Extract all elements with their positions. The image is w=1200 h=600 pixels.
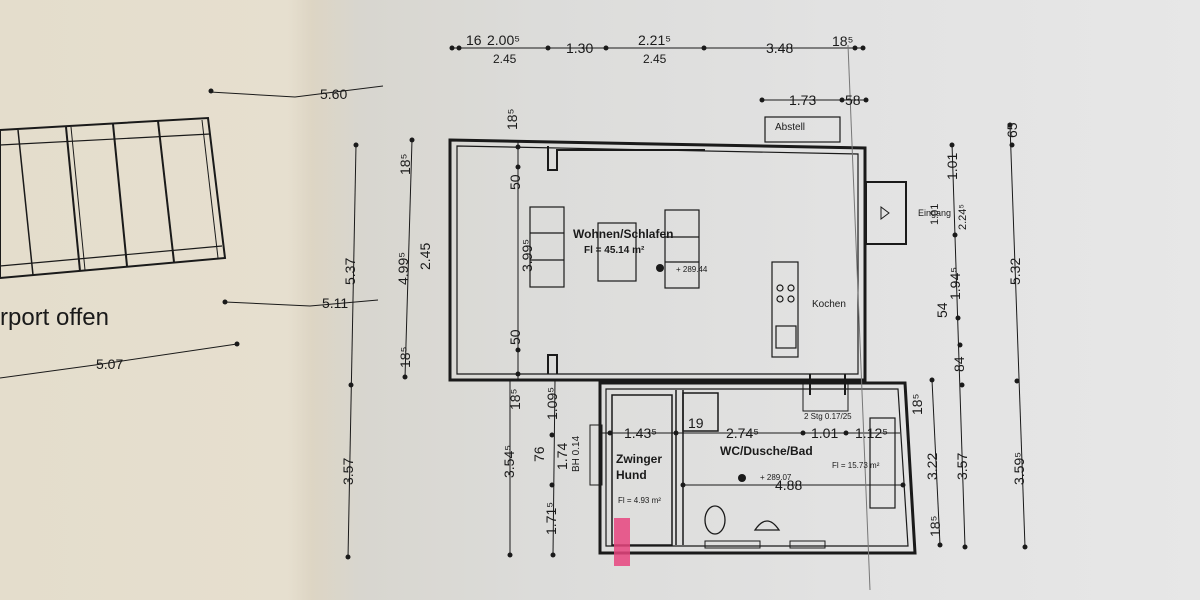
stairs-label: 2 Stg 0.17/25: [804, 412, 852, 421]
room-name-zwinger-2: Hund: [616, 468, 647, 482]
dim-bath-1: 2.74⁵: [726, 425, 760, 441]
dim-right2-5: 84: [951, 356, 967, 372]
dim-right1-1: 3.22: [924, 452, 940, 480]
dim-carport-1: 5.11: [322, 295, 349, 311]
shower-tray: [682, 392, 719, 432]
dim-right2-3: 1.94⁵: [947, 266, 963, 300]
dim-inner-1: 50: [507, 174, 523, 190]
bathtub: [869, 417, 896, 509]
dim-right2-6: 3.57: [954, 452, 970, 480]
dimension-ticks: [208, 45, 1028, 560]
dim-top-0: 16: [466, 32, 482, 48]
dim-top-2: 1.30: [566, 40, 594, 56]
room-area-bad: Fl = 15.73 m²: [832, 461, 880, 470]
dim-lower-4: 1.74: [554, 442, 570, 470]
room-name-bad: WC/Dusche/Bad: [720, 444, 813, 458]
dim-top-1: 2.00⁵: [487, 32, 521, 48]
dim-lower-3: 76: [531, 446, 547, 462]
dim-inner-2: 3.99⁵: [519, 238, 535, 272]
dim-lower-0: 18⁵: [507, 388, 523, 410]
dim-left2-1: 4.99⁵: [395, 251, 411, 285]
level-bad: + 289.07: [760, 473, 792, 482]
room-name-eingang: Eingang: [918, 208, 952, 218]
stairs: [802, 382, 849, 412]
level-wohnen: + 289.44: [676, 265, 708, 274]
dim-abstell-1: 58: [845, 92, 861, 108]
carport-roof: [0, 116, 227, 280]
dim-right1-2: 18⁵: [927, 515, 943, 537]
dim-bath-2: 1.01: [811, 425, 839, 441]
dim-right1-0: 18⁵: [909, 393, 925, 415]
dim-lower-2: 1.09⁵: [544, 386, 560, 420]
dim-left2-sub: 2.45: [417, 242, 433, 270]
dim-top-sub-1: 2.45: [643, 52, 667, 66]
dim-right3-1: 5.32: [1007, 257, 1023, 285]
dim-lower-1: 3.54⁵: [501, 444, 517, 478]
furniture: [529, 206, 799, 358]
dim-carport-0: 5.60: [320, 86, 348, 102]
dim-top-4: 3.48: [766, 40, 794, 56]
abstell-box: [764, 116, 841, 143]
room-area-zwinger: Fl = 4.93 m²: [618, 496, 661, 505]
dim-left1-0: 5.37: [342, 257, 358, 285]
room-name-wohnen: Wohnen/Schlafen: [573, 227, 674, 241]
dim-inner-3: 50: [507, 329, 523, 345]
dim-top-sub-0: 2.45: [493, 52, 517, 66]
room-name-abstell: Abstell: [775, 122, 806, 133]
dim-lower-5: 1.71⁵: [543, 501, 559, 535]
sink: [753, 520, 781, 531]
paper-fold-line: [847, 44, 871, 591]
house-walls: [448, 138, 867, 395]
toilet: [704, 505, 726, 535]
dim-carport-2: 5.07: [96, 356, 124, 372]
dim-top-3: 2.21⁵: [638, 32, 672, 48]
dim-inner-0: 18⁵: [504, 108, 520, 130]
dim-left2-2: 18⁵: [397, 346, 413, 368]
dim-right2-2: 1.01: [929, 203, 941, 225]
entrance-box: [865, 181, 907, 245]
bh-label: BH 0.14: [571, 435, 582, 472]
room-area-wohnen: Fl = 45.14 m²: [584, 245, 645, 256]
dim-right3-0: 65: [1004, 122, 1020, 138]
annex-walls: [589, 381, 917, 555]
dim-right2-0: 1.01: [944, 152, 960, 180]
dim-left1-1: 3.57: [340, 457, 356, 485]
dim-left2-0: 18⁵: [397, 153, 413, 175]
room-name-kochen: Kochen: [812, 299, 846, 310]
dim-top-5: 18⁵: [832, 33, 854, 49]
pink-marker: [614, 518, 630, 566]
dim-bath-3: 1.12⁵: [855, 425, 889, 441]
dim-right3-2: 3.59⁵: [1011, 451, 1027, 485]
dim-bath-0: 1.43⁵: [624, 425, 658, 441]
dim-right2-4: 54: [934, 302, 950, 318]
carport-label: rport offen: [0, 304, 109, 331]
room-name-zwinger: Zwinger: [616, 452, 663, 466]
dim-abstell-0: 1.73: [789, 92, 817, 108]
sink-number: 19: [688, 415, 704, 431]
dim-bath-4: 4.88: [775, 477, 803, 493]
dim-right2-1: 2.24⁵: [957, 204, 969, 230]
